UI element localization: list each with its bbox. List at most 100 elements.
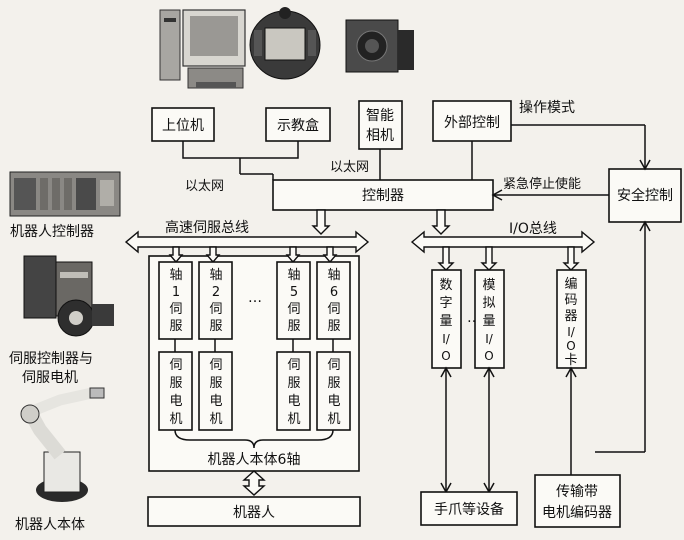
external-control-box	[432, 100, 512, 142]
svg-text:2: 2	[212, 285, 220, 300]
conveyor-encoder-label-line1: 传输带	[556, 484, 598, 500]
svg-text:伺: 伺	[327, 302, 340, 317]
svg-text:O: O	[484, 349, 493, 363]
handheld-devices-box	[420, 491, 518, 526]
robot-link-arrow	[242, 470, 266, 496]
svg-text:电: 电	[327, 394, 340, 409]
svg-text:伺: 伺	[327, 358, 340, 373]
svg-text:电: 电	[209, 394, 222, 409]
svg-text:O: O	[441, 349, 450, 363]
svg-text:模: 模	[482, 278, 495, 293]
svg-text:服: 服	[169, 319, 182, 334]
motors-brace	[174, 429, 334, 449]
ethernet-right-label: 以太网	[330, 160, 369, 175]
svg-text:量: 量	[439, 314, 452, 329]
svg-text:伺: 伺	[209, 302, 222, 317]
svg-text:编: 编	[564, 277, 577, 292]
servo-column-connectors	[168, 246, 338, 264]
svg-text:轴: 轴	[327, 268, 340, 283]
servo-motor-5: 伺 服 电 机	[276, 351, 311, 431]
io-device-lines	[440, 220, 651, 494]
svg-text:电: 电	[287, 394, 300, 409]
svg-text:量: 量	[482, 314, 495, 329]
svg-text:码: 码	[564, 293, 577, 308]
teach-pendant-box	[265, 107, 331, 142]
host-pc-label: 上位机	[162, 118, 204, 134]
svg-text:机: 机	[327, 412, 340, 427]
svg-text:拟: 拟	[482, 296, 495, 311]
servo-ellipsis: …	[248, 290, 262, 306]
conveyor-encoder-box	[534, 474, 621, 528]
svg-text:字: 字	[439, 296, 452, 311]
side-label-robot-body: 机器人本体	[15, 517, 85, 533]
svg-text:服: 服	[209, 319, 222, 334]
top-connections	[182, 124, 651, 201]
svg-text:I/: I/	[567, 325, 576, 339]
servo-column-5: 轴 5 伺 服	[276, 261, 311, 340]
safety-control-label: 安全控制	[617, 187, 673, 204]
robot-controller-image	[9, 171, 121, 217]
servo-column-1: 轴 1 伺 服	[158, 261, 193, 340]
svg-text:伺: 伺	[169, 358, 182, 373]
servo-motor-links	[174, 339, 334, 352]
svg-text:伺: 伺	[287, 302, 300, 317]
side-label-robot-controller: 机器人控制器	[10, 224, 94, 240]
controller-bus-connectors	[311, 209, 451, 235]
io-module-connectors	[437, 246, 580, 271]
servo-column-6: 轴 6 伺 服	[316, 261, 351, 340]
robot-label: 机器人	[233, 505, 275, 521]
servo-motor-2: 伺 服 电 机	[198, 351, 233, 431]
svg-text:机: 机	[287, 412, 300, 427]
robot-box	[147, 496, 361, 527]
teach-pendant-image	[249, 7, 321, 80]
svg-text:服: 服	[209, 376, 222, 391]
servo-bus-label: 高速伺服总线	[165, 219, 249, 236]
svg-text:O: O	[566, 339, 575, 353]
svg-text:机: 机	[169, 412, 182, 427]
svg-text:服: 服	[287, 376, 300, 391]
svg-text:服: 服	[169, 376, 182, 391]
external-control-label: 外部控制	[444, 115, 500, 131]
svg-text:6: 6	[330, 285, 338, 300]
svg-text:I/: I/	[485, 332, 494, 346]
host-pc-box	[151, 107, 215, 142]
teach-pendant-label: 示教盒	[277, 117, 319, 134]
robot-body-6axis-label: 机器人本体6轴	[208, 452, 301, 468]
svg-text:服: 服	[327, 376, 340, 391]
svg-text:伺: 伺	[169, 302, 182, 317]
controller-box	[272, 179, 494, 211]
svg-text:1: 1	[172, 285, 180, 300]
side-label-servo-controller-line2: 伺服电机	[22, 370, 78, 386]
svg-text:数: 数	[439, 278, 452, 293]
svg-text:机: 机	[209, 412, 222, 427]
desktop-computer-image	[159, 9, 246, 89]
svg-text:伺: 伺	[209, 358, 222, 373]
svg-text:卡: 卡	[564, 353, 577, 368]
io-bus-arrow	[410, 230, 596, 254]
digital-io-module: 数 字 量 I/ O	[431, 269, 462, 369]
handheld-devices-label: 手爪等设备	[434, 501, 504, 518]
io-bus-label: I/O总线	[509, 221, 557, 237]
servo-motor-6: 伺 服 电 机	[316, 351, 351, 431]
servo-controller-motor-image	[23, 255, 114, 337]
smart-camera-label-line1: 智能	[366, 108, 394, 124]
svg-text:轴: 轴	[287, 268, 300, 283]
svg-text:轴: 轴	[209, 268, 222, 283]
operation-mode-label: 操作模式	[519, 100, 575, 116]
svg-text:5: 5	[290, 285, 298, 300]
ethernet-left-label: 以太网	[185, 179, 224, 194]
svg-text:伺: 伺	[287, 358, 300, 373]
encoder-io-card: 编 码 器 I/ O 卡	[556, 269, 587, 369]
svg-text:I/: I/	[442, 332, 451, 346]
svg-text:服: 服	[287, 319, 300, 334]
servo-bus-arrow	[124, 230, 370, 254]
smart-camera-image	[345, 19, 414, 73]
analog-io-module: 模 拟 量 I/ O	[474, 269, 505, 369]
svg-text:电: 电	[169, 394, 182, 409]
svg-text:服: 服	[327, 319, 340, 334]
controller-label: 控制器	[362, 188, 404, 204]
emergency-stop-label: 紧急停止使能	[503, 176, 581, 192]
side-label-servo-controller-line1: 伺服控制器与	[9, 351, 93, 367]
